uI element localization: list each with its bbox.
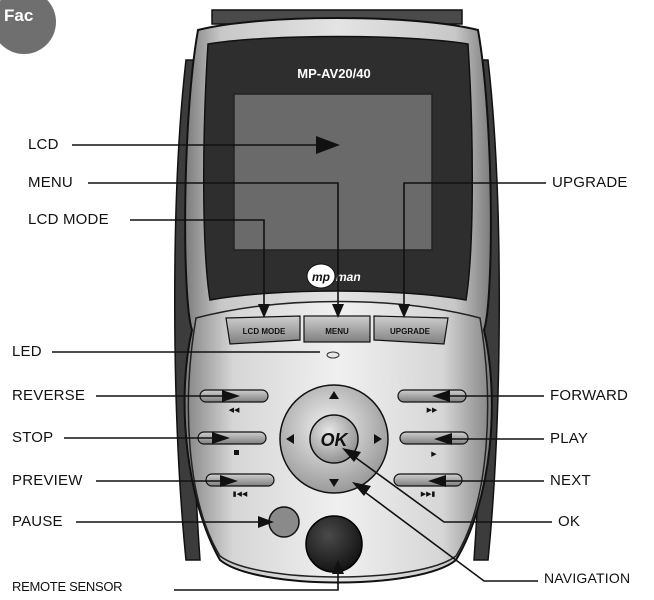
- arrowheads: [212, 136, 452, 574]
- next-icon: ▶▶▮: [421, 490, 436, 498]
- arrowhead-play: [434, 433, 452, 445]
- lcd-screen: [233, 93, 433, 251]
- callout-navigation: NAVIGATION: [544, 570, 631, 586]
- menu-button[interactable]: [303, 315, 371, 343]
- callout-menu: MENU: [28, 174, 73, 191]
- callout-stop: STOP: [12, 429, 54, 446]
- model-label: MP-AV20/40: [297, 66, 370, 81]
- arrowhead-ok: [342, 448, 361, 462]
- menu-button-label: MENU: [325, 327, 349, 336]
- leader-lines: [52, 144, 552, 591]
- logo-mark: [306, 263, 336, 289]
- arrowhead-upgrade: [398, 304, 410, 318]
- leader-upgrade: [403, 182, 546, 312]
- callout-upgrade: UPGRADE: [552, 174, 628, 191]
- arrowhead-forward: [432, 390, 450, 402]
- leader-menu: [88, 182, 339, 312]
- forward-icon: ▶▶: [427, 406, 438, 414]
- callout-preview: PREVIEW: [12, 472, 83, 489]
- arrowhead-preview: [220, 475, 238, 487]
- logo-text-left: mp: [312, 270, 330, 284]
- upgrade-button[interactable]: [373, 315, 449, 345]
- arrowhead-next: [428, 475, 446, 487]
- lcd-mode-button[interactable]: [225, 315, 301, 345]
- nav-up-arrow-icon[interactable]: [329, 391, 339, 399]
- preview-button[interactable]: [205, 473, 275, 487]
- callout-forward: FORWARD: [550, 387, 629, 404]
- stop-icon: [234, 450, 239, 455]
- nav-right-arrow-icon[interactable]: [374, 434, 382, 444]
- arrowhead-stop: [212, 432, 230, 444]
- callout-reverse: REVERSE: [12, 387, 86, 404]
- callout-pause: PAUSE: [12, 513, 63, 530]
- arrowhead-navigation: [352, 482, 371, 496]
- led-indicator: [326, 351, 340, 359]
- nav-left-arrow-icon[interactable]: [286, 434, 294, 444]
- arrowhead-pause: [258, 516, 274, 528]
- callout-ok: OK: [558, 513, 581, 530]
- arrowhead-reverse: [222, 390, 240, 402]
- arrowhead-menu: [332, 304, 344, 318]
- nav-down-arrow-icon[interactable]: [329, 479, 339, 487]
- preview-icon: ▮◀◀: [233, 490, 248, 498]
- callout-lcd: LCD: [28, 136, 59, 153]
- callout-lcd-mode: LCD MODE: [28, 211, 109, 228]
- leader-lcd-mode: [130, 219, 265, 312]
- arrowhead-lcd: [316, 136, 340, 154]
- ok-button-label: OK: [321, 430, 350, 450]
- upgrade-button-label: UPGRADE: [390, 327, 431, 336]
- arrowhead-remote-sensor: [332, 560, 344, 574]
- callout-play: PLAY: [550, 430, 589, 447]
- reverse-icon: ◀◀: [229, 406, 240, 414]
- callout-next: NEXT: [550, 472, 591, 489]
- arrowhead-lcd-mode: [258, 304, 270, 318]
- leader-navigation: [361, 489, 538, 582]
- play-icon: ▶: [431, 450, 437, 458]
- callout-led: LED: [12, 343, 42, 360]
- lcd-mode-button-label: LCD MODE: [243, 327, 286, 336]
- callout-remote-sensor: REMOTE SENSOR: [12, 579, 123, 594]
- play-button[interactable]: [399, 431, 469, 445]
- corner-badge-text: Fac: [4, 6, 34, 25]
- logo-text-right: man: [336, 270, 361, 284]
- next-button[interactable]: [393, 473, 463, 487]
- remote-sensor: [305, 515, 363, 573]
- leader-ok: [351, 454, 552, 523]
